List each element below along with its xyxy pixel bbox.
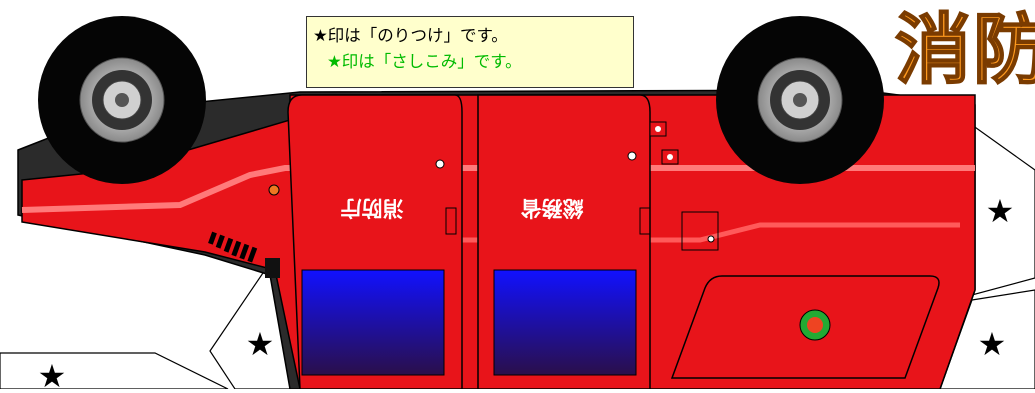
wheel-right [716, 16, 884, 184]
glue-tabs [0, 123, 1035, 390]
agency-label-left: 消防庁 [341, 196, 404, 220]
page-title: 消防 [894, 5, 1035, 94]
star-marker: ★ [38, 357, 67, 389]
wheel-left [38, 16, 206, 184]
glue-markers: ★ ★ ★ ★ [38, 192, 1015, 393]
glue-legend: ★印は「のりつけ」です。 [313, 26, 508, 45]
star-marker: ★ [986, 192, 1015, 230]
vehicle-body [17, 89, 976, 390]
door-lettering: 消防庁 総務省 [341, 196, 584, 220]
agency-label-right: 総務省 [521, 196, 584, 220]
legend-note: ★印は「のりつけ」です。 ★印は「さしこみ」です。 [306, 16, 634, 88]
insert-legend: ★印は「さしこみ」です。 [327, 52, 522, 71]
star-marker: ★ [246, 325, 275, 363]
star-marker: ★ [978, 325, 1007, 363]
